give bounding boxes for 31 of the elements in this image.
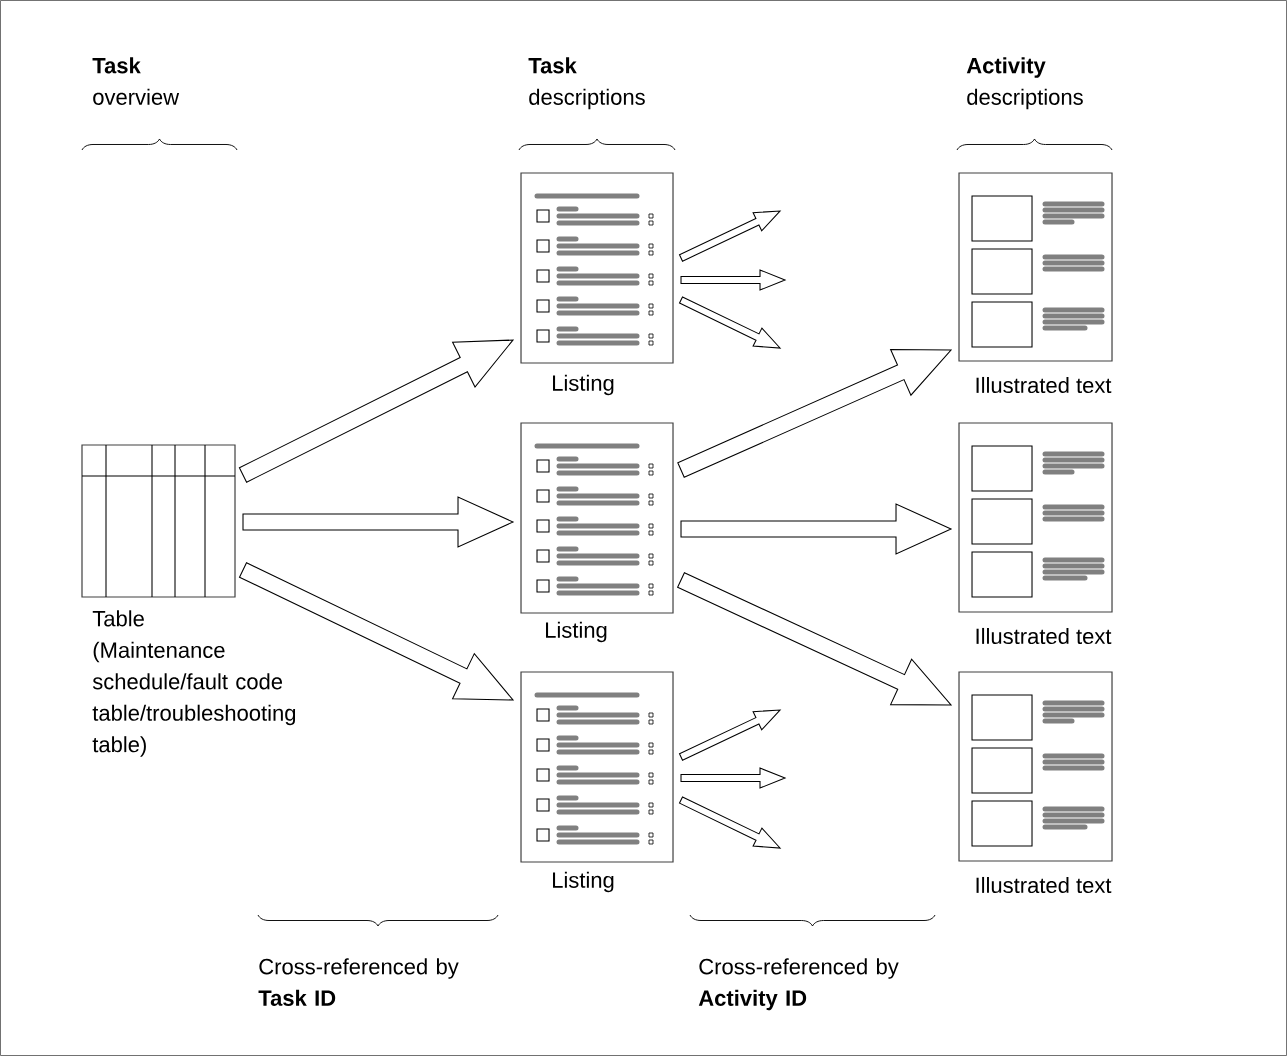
node-label: Illustrated text <box>976 627 1112 645</box>
heading: Task overview <box>92 57 180 105</box>
node-label: Illustrated text <box>976 876 1112 894</box>
block-arrow <box>242 496 515 548</box>
illustrated-page-drawing <box>958 172 1113 362</box>
block-arrow <box>680 503 953 555</box>
block-arrow <box>678 210 782 262</box>
block-arrow <box>677 348 953 478</box>
block-arrow <box>678 796 782 849</box>
node-label: Listing <box>546 621 607 643</box>
heading: Task descriptions <box>528 57 645 110</box>
listing-page-drawing <box>520 671 674 863</box>
node-label: Listing <box>553 871 614 893</box>
heading: Cross-referenced by Activity ID <box>698 958 899 1011</box>
table-drawing <box>81 444 236 598</box>
node-label: Table <box>92 610 144 627</box>
block-arrow <box>238 339 515 483</box>
listing-page-drawing <box>520 172 674 364</box>
block-arrow <box>238 562 515 701</box>
node-label: Illustrated text <box>976 376 1112 394</box>
block-arrow <box>680 269 787 291</box>
block-arrow <box>680 767 787 789</box>
block-arrow <box>678 709 782 761</box>
block-arrow <box>678 296 782 349</box>
listing-page-drawing <box>520 422 674 614</box>
illustrated-page-drawing <box>958 671 1113 862</box>
heading: Cross-referenced by Task ID <box>258 958 459 1006</box>
node-label: Listing <box>553 374 614 396</box>
node-label: (Maintenance schedule/fault code table/troubleshooting table) <box>92 641 296 757</box>
illustrated-page-drawing <box>958 422 1113 613</box>
heading: Activity descriptions <box>966 57 1083 110</box>
